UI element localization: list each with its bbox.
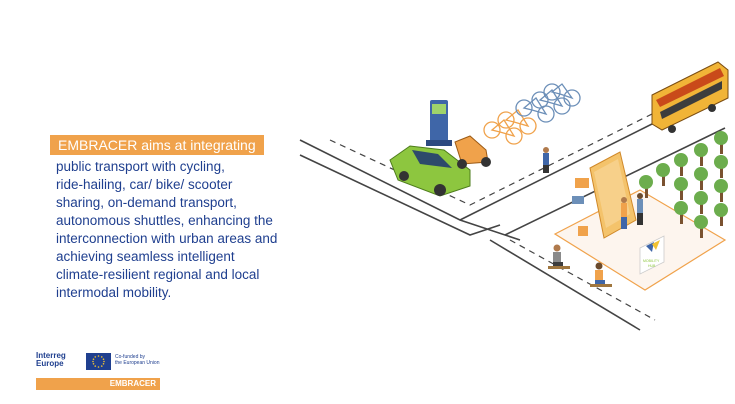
side-road-left xyxy=(489,239,641,331)
scooter-icon xyxy=(454,135,491,169)
road-edge-lower xyxy=(299,154,501,236)
body-line: interconnection with urban areas and xyxy=(56,231,278,246)
tree xyxy=(656,163,670,186)
embracer-label: EMBRACER xyxy=(36,378,160,390)
eu-cofunded-text: Co-funded by the European Union xyxy=(115,354,175,366)
tree xyxy=(694,143,708,166)
bicycle-orange-2 xyxy=(497,109,537,135)
interreg-line1: Interreg xyxy=(36,351,66,360)
mobility-illustration: MOBILITY HUB xyxy=(299,61,729,331)
body-line: autonomous shuttles, enhancing the xyxy=(56,213,273,228)
app-card-1 xyxy=(575,178,589,188)
tree xyxy=(674,153,688,176)
bench-right xyxy=(590,284,612,287)
tree xyxy=(639,175,653,198)
bus-icon xyxy=(651,61,729,133)
eu-line2: the European Union xyxy=(115,360,160,366)
tree xyxy=(694,191,708,214)
charging-station-icon xyxy=(426,100,452,146)
tree xyxy=(714,203,728,226)
mobility-hub-sign: MOBILITY HUB xyxy=(639,235,665,275)
bicycle-blue-3 xyxy=(543,83,581,107)
side-road-centerline xyxy=(509,239,656,321)
body-paragraph: public transport with cycling, ride-hail… xyxy=(56,158,306,302)
bicycle-orange-1 xyxy=(483,119,523,145)
hub-sign-line1: MOBILITY xyxy=(643,259,660,263)
app-card-2 xyxy=(572,196,584,204)
hub-sign-line2: HUB xyxy=(648,264,656,268)
body-line: ride-hailing, car/ bike/ scooter xyxy=(56,177,233,192)
bicycle-rack-icon xyxy=(483,83,581,145)
body-line: intermodal mobility. xyxy=(56,285,172,300)
body-line: sharing, on-demand transport, xyxy=(56,195,237,210)
tree xyxy=(674,201,688,224)
road-centerline xyxy=(329,94,691,206)
body-line: achieving seamless intelligent xyxy=(56,249,235,264)
eu-line1: Co-funded by xyxy=(115,354,146,360)
tree xyxy=(714,179,728,202)
road-edge-upper xyxy=(459,109,681,221)
tree xyxy=(714,131,728,154)
body-line: public transport with cycling, xyxy=(56,159,225,174)
eu-flag-icon xyxy=(86,353,111,370)
seated-people xyxy=(548,244,612,287)
hub-people xyxy=(621,193,643,229)
tree-icons xyxy=(639,131,728,238)
app-card-3 xyxy=(578,226,588,236)
bench-left xyxy=(548,266,570,269)
tree xyxy=(694,215,708,238)
car-icon xyxy=(389,145,471,197)
bicycle-blue-2 xyxy=(531,89,571,115)
body-line: climate-resilient regional and local xyxy=(56,267,260,282)
tree xyxy=(674,177,688,200)
tree xyxy=(694,167,708,190)
road-network xyxy=(299,94,726,331)
footer-logos: Interreg Europe Co-funded by the Europea… xyxy=(36,352,162,392)
interreg-line2: Europe xyxy=(36,359,64,368)
headline-highlight: EMBRACER aims at integrating xyxy=(50,135,264,155)
tree xyxy=(714,155,728,178)
pedestrian-icon xyxy=(543,147,549,173)
interreg-logo: Interreg Europe xyxy=(36,352,84,368)
